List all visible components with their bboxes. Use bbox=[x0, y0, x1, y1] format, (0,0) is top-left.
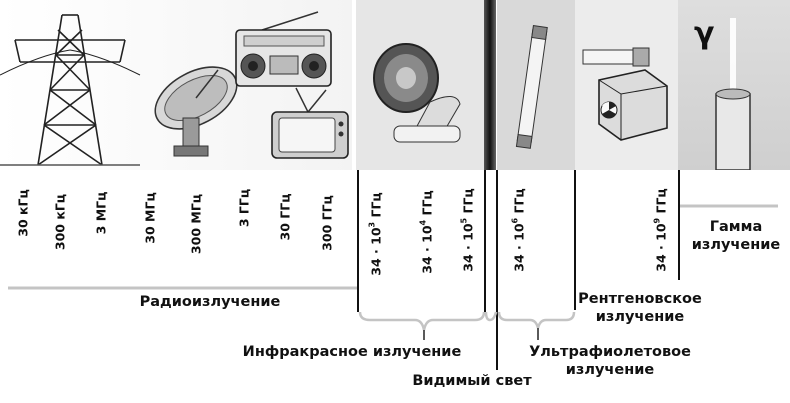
visible-label: Видимый свет bbox=[412, 373, 532, 389]
radio-panel bbox=[0, 0, 352, 170]
radio-illustrations bbox=[0, 11, 349, 166]
gamma-panel: γ bbox=[678, 0, 790, 171]
ultraviolet-panel bbox=[497, 0, 575, 170]
divider-infrared-start bbox=[357, 170, 359, 312]
gamma-label-line2: излучение bbox=[691, 237, 781, 253]
visible-bracket bbox=[484, 311, 498, 322]
radio-label: Радиоизлучение bbox=[139, 294, 281, 310]
ultraviolet-bracket bbox=[497, 311, 576, 329]
divider-xray-end bbox=[678, 170, 680, 280]
tv-icon bbox=[271, 87, 349, 159]
xray-label-line1: Рентгеновское bbox=[578, 291, 702, 307]
xray-label-line2: излучение bbox=[595, 309, 685, 325]
xray-label: Рентгеновское излучение bbox=[578, 290, 702, 326]
visible-strip bbox=[484, 0, 496, 170]
ultraviolet-label-line1: Ультрафиолетовое bbox=[529, 344, 691, 360]
infrared-lamp-icon bbox=[373, 43, 461, 143]
infrared-bracket bbox=[358, 311, 486, 331]
divider-ultraviolet-end bbox=[574, 170, 576, 310]
boombox-icon bbox=[235, 11, 332, 87]
xray-panel bbox=[575, 0, 678, 170]
uv-tube-icon bbox=[515, 25, 548, 149]
radioactive-box-icon bbox=[582, 47, 668, 141]
gamma-label: Гамма излучение bbox=[692, 218, 780, 254]
gamma-label-line1: Гамма bbox=[709, 219, 763, 235]
gamma-symbol: γ bbox=[694, 16, 715, 51]
ultraviolet-label-line2: излучение bbox=[565, 362, 655, 378]
divider-visible-start bbox=[484, 170, 486, 312]
satellite-dish-icon bbox=[154, 66, 238, 157]
infrared-panel bbox=[356, 0, 484, 170]
infrared-label: Инфракрасное излучение bbox=[242, 344, 462, 360]
ultraviolet-label: Ультрафиолетовое излучение bbox=[529, 343, 691, 379]
power-tower-icon bbox=[0, 14, 141, 166]
gamma-beam-icon bbox=[715, 18, 751, 171]
divider-visible-end bbox=[496, 170, 498, 370]
